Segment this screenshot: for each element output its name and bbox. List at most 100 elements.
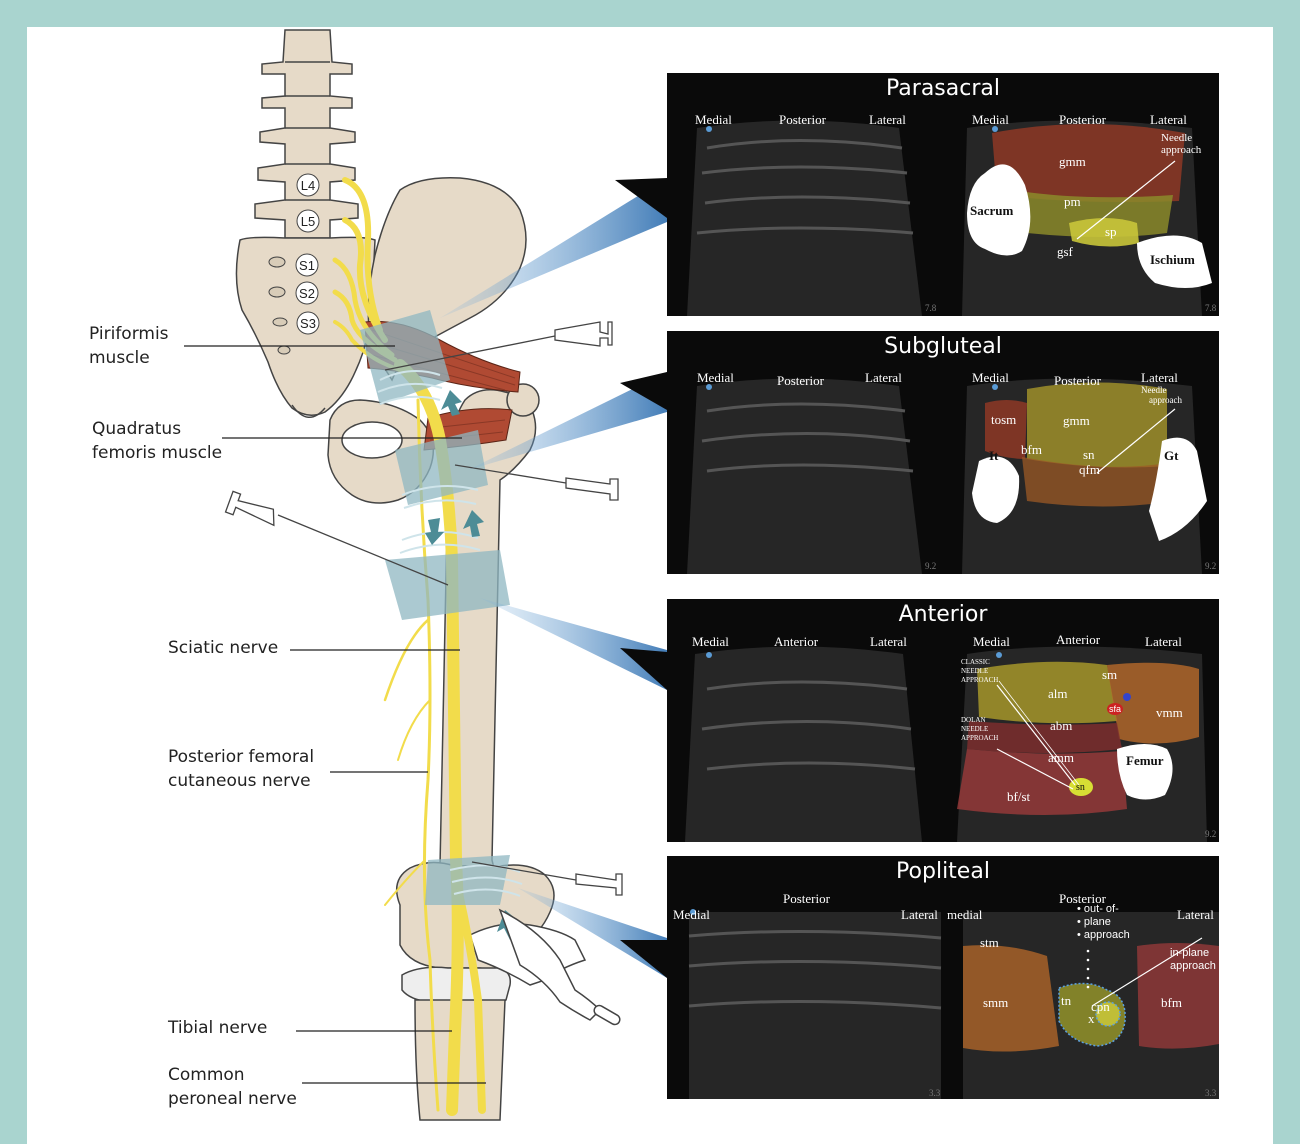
ps-right-lateral: Lateral [1150, 113, 1187, 127]
panel-title-parasacral: Parasacral [667, 75, 1219, 103]
common-peroneal-label: Common peroneal nerve [168, 1063, 297, 1111]
ps-right-gsf: gsf [1057, 245, 1073, 259]
quadratus-label-line2: femoris muscle [92, 441, 222, 465]
pp-left-medial: Medial [673, 908, 710, 922]
pp-left-posterior: Posterior [783, 892, 830, 906]
an-sm: sm [1102, 668, 1117, 682]
vertebra-s2: S2 [299, 286, 315, 301]
ps-right-gmm: gmm [1059, 155, 1086, 169]
pp-right-lateral: Lateral [1177, 908, 1214, 922]
sg-right-needle1: Needle [1141, 385, 1166, 395]
pp-oop2: • plane [1077, 916, 1111, 928]
pp-oop1: • out- of- [1077, 903, 1119, 915]
an-dolan3: APPROACH [961, 733, 998, 743]
popliteal-ultrasound [667, 856, 1219, 1099]
sg-right-lateral: Lateral [1141, 371, 1178, 385]
subgluteal-ultrasound [667, 331, 1219, 574]
ps-right-medial: Medial [972, 113, 1009, 127]
an-right-medial: Medial [973, 635, 1010, 649]
sg-right-medial: Medial [972, 371, 1009, 385]
panel-subgluteal: Subgluteal Medial Posterior Lateral 9.2 … [667, 331, 1219, 574]
an-left-medial: Medial [692, 635, 729, 649]
sg-left-medial: Medial [697, 371, 734, 385]
sg-right-bfm: bfm [1021, 443, 1042, 457]
sg-right-gmm: gmm [1063, 414, 1090, 428]
sg-right-depth: 9.2 [1205, 561, 1216, 571]
anterior-ultrasound [667, 599, 1219, 842]
sg-right-sn: sn [1083, 448, 1095, 462]
sciatic-label: Sciatic nerve [168, 636, 278, 660]
an-left-lateral: Lateral [870, 635, 907, 649]
anatomy-illustration: L4 L5 S1 S2 S3 [27, 27, 667, 1144]
panel-title-anterior: Anterior [667, 601, 1219, 629]
ps-right-pm: pm [1064, 195, 1081, 209]
vertebra-s1: S1 [299, 258, 315, 273]
posterior-femoral-label-line2: cutaneous nerve [168, 769, 314, 793]
panel-parasacral: Parasacral Medial Posterior Lateral 7.8 … [667, 73, 1219, 316]
ps-right-posterior: Posterior [1059, 113, 1106, 127]
parasacral-ultrasound [667, 73, 1219, 316]
panel-title-subgluteal: Subgluteal [667, 333, 1219, 361]
tibial-label: Tibial nerve [168, 1016, 267, 1040]
piriformis-label-line1: Piriformis [89, 322, 169, 346]
an-femur: Femur [1126, 754, 1164, 768]
posterior-femoral-label: Posterior femoral cutaneous nerve [168, 745, 314, 793]
ps-right-ischium: Ischium [1150, 253, 1195, 267]
sg-right-gt: Gt [1164, 449, 1178, 463]
an-sfa: sfa [1109, 703, 1121, 715]
an-right-lateral: Lateral [1145, 635, 1182, 649]
sg-right-needle2: approach [1149, 395, 1182, 405]
figure-frame: L4 L5 S1 S2 S3 Piriformis muscle Quadrat… [27, 27, 1273, 1144]
an-left-anterior: Anterior [774, 635, 818, 649]
an-alm: alm [1048, 687, 1068, 701]
an-bfst: bf/st [1007, 790, 1030, 804]
pp-oop3: • approach [1077, 929, 1130, 941]
panel-title-popliteal: Popliteal [667, 858, 1219, 886]
pp-bfm: bfm [1161, 996, 1182, 1010]
panel-popliteal: Popliteal Medial Posterior Lateral 3.3 m… [667, 856, 1219, 1099]
ps-left-posterior: Posterior [779, 113, 826, 127]
ps-left-depth: 7.8 [925, 303, 936, 313]
quadratus-label: Quadratus femoris muscle [92, 417, 222, 465]
vertebra-l5: L5 [301, 214, 315, 229]
an-classic3: APPROACH [961, 675, 998, 685]
sg-left-depth: 9.2 [925, 561, 936, 571]
an-right-depth: 9.2 [1205, 829, 1216, 839]
an-vmm: vmm [1156, 706, 1183, 720]
ps-left-medial: Medial [695, 113, 732, 127]
an-abm: abm [1050, 719, 1072, 733]
common-peroneal-label-line1: Common [168, 1063, 297, 1087]
quadratus-label-line1: Quadratus [92, 417, 222, 441]
ps-right-needle1: Needle [1161, 133, 1192, 143]
ps-right-needle2: approach [1161, 145, 1201, 155]
pp-ip2: approach [1170, 960, 1216, 972]
piriformis-label-line2: muscle [89, 346, 169, 370]
sg-right-posterior: Posterior [1054, 374, 1101, 388]
vertebra-s3: S3 [300, 316, 316, 331]
ps-right-sp: sp [1105, 225, 1117, 239]
pp-smm: smm [983, 996, 1008, 1010]
ps-left-lateral: Lateral [869, 113, 906, 127]
pp-right-medial: medial [947, 908, 982, 922]
sg-right-tosm: tosm [991, 413, 1016, 427]
tibial-label-line1: Tibial nerve [168, 1016, 267, 1040]
an-right-anterior: Anterior [1056, 633, 1100, 647]
an-amm: amm [1048, 751, 1074, 765]
ps-right-sacrum: Sacrum [970, 204, 1013, 218]
piriformis-label: Piriformis muscle [89, 322, 169, 370]
sg-right-it: It [989, 449, 998, 463]
pp-x: x [1088, 1012, 1095, 1026]
posterior-femoral-label-line1: Posterior femoral [168, 745, 314, 769]
sg-right-qfm: qfm [1079, 463, 1100, 477]
pp-right-depth: 3.3 [1205, 1088, 1216, 1098]
sg-left-lateral: Lateral [865, 371, 902, 385]
sciatic-label-line1: Sciatic nerve [168, 636, 278, 660]
pp-tn: tn [1061, 994, 1071, 1008]
panel-anterior: Anterior Medial Anterior Lateral Medial … [667, 599, 1219, 842]
pp-left-depth: 3.3 [929, 1088, 940, 1098]
pp-ip1: in-plane [1170, 947, 1209, 959]
common-peroneal-label-line2: peroneal nerve [168, 1087, 297, 1111]
vertebra-l4: L4 [301, 178, 315, 193]
an-sn: sn [1076, 781, 1085, 795]
pp-stm: stm [980, 936, 999, 950]
